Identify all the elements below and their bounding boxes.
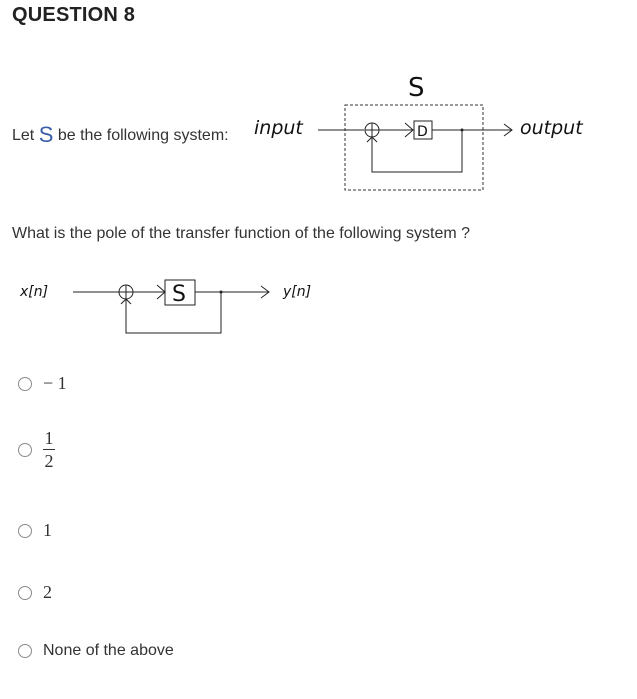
option-b[interactable]: 1 2 <box>18 428 55 471</box>
fraction-numerator: 1 <box>44 428 54 448</box>
statement-prefix: Let <box>12 127 35 144</box>
option-c[interactable]: 1 <box>18 520 52 541</box>
option-a[interactable]: − 1 <box>18 373 67 394</box>
feedback-system-diagram: x[n] S y[n] <box>19 279 311 334</box>
radio-button[interactable] <box>18 523 32 538</box>
fraction-bar <box>43 449 55 450</box>
diagram1-input-label: input <box>254 117 304 139</box>
radio-button[interactable] <box>18 585 32 600</box>
radio-button[interactable] <box>18 442 32 457</box>
option-a-label: − 1 <box>43 373 67 393</box>
delay-label: D <box>417 124 428 140</box>
question-prompt: What is the pole of the transfer functio… <box>12 225 471 242</box>
output-arrow-icon <box>503 123 513 137</box>
option-d[interactable]: 2 <box>18 582 52 603</box>
diagram2-input-label: x[n] <box>19 284 48 300</box>
option-c-label: 1 <box>43 520 52 540</box>
radio-button[interactable] <box>18 644 32 658</box>
s-block-label: S <box>172 282 186 307</box>
system-s-diagram: input S D output <box>254 73 584 191</box>
feedback-path <box>371 130 463 173</box>
system-symbol: S <box>38 122 54 147</box>
feedback-arrow-2-icon <box>120 298 132 305</box>
feedback-path-2 <box>125 292 222 334</box>
feedback-arrow-icon <box>366 136 378 143</box>
statement-suffix: be the following system: <box>57 127 229 144</box>
diagram1-system-label: S <box>408 73 425 103</box>
diagram2-output-label: y[n] <box>282 284 311 300</box>
question-title: QUESTION 8 <box>12 4 136 26</box>
y-output-arrow-icon <box>260 285 270 299</box>
question-statement: Let S be the following system: <box>12 122 229 148</box>
diagram1-output-label: output <box>520 117 584 139</box>
system-boundary-box <box>344 104 484 191</box>
fraction-denominator: 2 <box>44 451 54 471</box>
radio-button[interactable] <box>18 376 32 391</box>
option-b-fraction: 1 2 <box>43 428 55 471</box>
arrow-to-delay-icon <box>404 122 414 138</box>
option-d-label: 2 <box>43 582 52 602</box>
option-e-label: None of the above <box>43 642 174 659</box>
option-e[interactable]: None of the above <box>18 642 174 660</box>
